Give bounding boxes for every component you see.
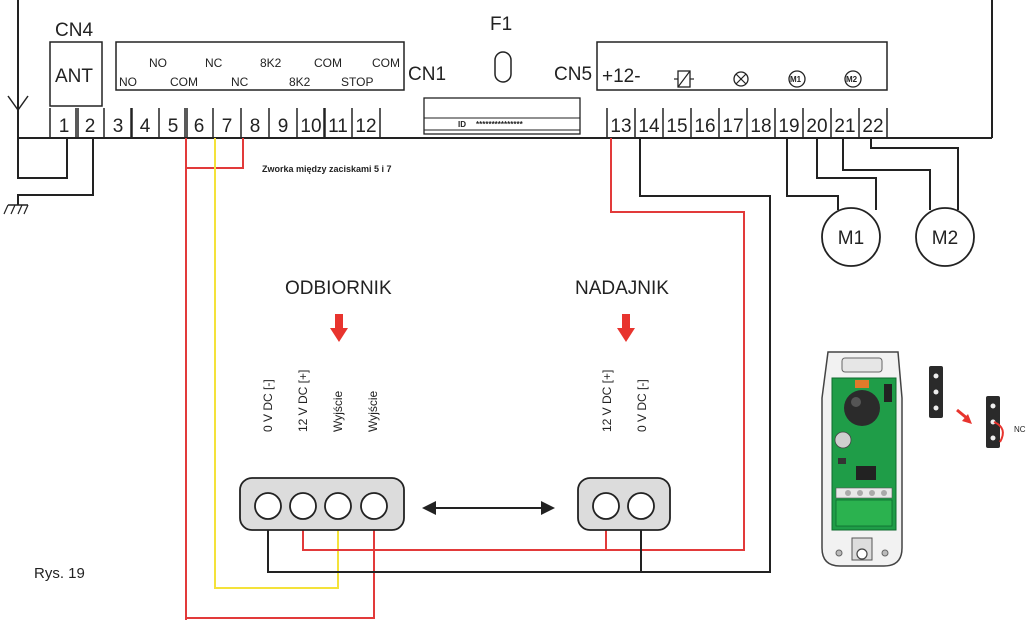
- cn1-com-bottom: COM: [170, 75, 198, 89]
- terminal-number: 2: [85, 116, 96, 137]
- terminal-number: 20: [806, 116, 827, 137]
- cn1-label: CN1: [408, 64, 446, 85]
- contact-open-icon: [929, 366, 943, 418]
- cn1-stop-bottom: STOP: [341, 75, 373, 89]
- receiver-pin-label: Wyjście: [366, 390, 380, 432]
- cn4-connector: [49, 41, 103, 107]
- contact-nc-icon: [986, 396, 1004, 448]
- figure-label: Rys. 19: [34, 565, 85, 582]
- terminal-number: 11: [328, 116, 348, 137]
- terminal-number: 8: [250, 116, 261, 137]
- receiver-pin-labels: 0 V DC [-] 12 V DC [+] Wyjście Wyjście: [261, 370, 380, 432]
- relay-icon: [674, 70, 694, 88]
- terminal-number: 15: [666, 116, 687, 137]
- svg-text:M1: M1: [838, 228, 864, 249]
- terminal-number: 5: [168, 116, 179, 137]
- transmitter-title: NADAJNIK: [575, 278, 669, 299]
- terminal-number: 21: [834, 116, 855, 137]
- terminal-number: 9: [278, 116, 289, 137]
- svg-text:M2: M2: [932, 228, 958, 249]
- cn1-nc-bottom: NC: [231, 75, 249, 89]
- ground-icon: [3, 204, 29, 215]
- cn1-connector: [115, 41, 405, 91]
- terminal-number: 16: [694, 116, 715, 137]
- controller-board: [17, 0, 993, 139]
- cn1-no-top: NO: [149, 56, 167, 70]
- cn5-connector: [596, 41, 888, 91]
- terminal-number: 19: [778, 116, 799, 137]
- double-arrow-icon: [422, 501, 555, 515]
- transmitter-pin-label: 12 V DC [+]: [600, 370, 614, 432]
- terminal-number: 4: [140, 116, 151, 137]
- terminal-number: 7: [222, 116, 233, 137]
- ground-wiring: [17, 138, 94, 205]
- motor-m2-icon: M2: [844, 70, 862, 88]
- svg-text:M2: M2: [846, 75, 858, 84]
- cn1-com-top-b: COM: [372, 56, 400, 70]
- id-label: ID: [458, 120, 466, 129]
- motor-wiring: [786, 138, 959, 210]
- cn5-label: CN5: [554, 64, 592, 85]
- terminal-number: 13: [610, 116, 631, 137]
- terminal-number: 14: [638, 116, 660, 137]
- receiver-terminal-block: [239, 477, 405, 531]
- terminal-number: 6: [194, 116, 205, 137]
- motor-m2: M2: [915, 207, 975, 267]
- cn5-polarity: +12-: [602, 66, 641, 87]
- terminal-number: 3: [113, 116, 124, 137]
- terminal-number: 10: [300, 116, 321, 137]
- antenna-icon: [7, 95, 29, 111]
- arrow-down-icon: [330, 314, 348, 342]
- terminal-number: 1: [59, 116, 70, 137]
- cn1-8k2-bottom: 8K2: [289, 75, 311, 89]
- terminal-number: 12: [355, 116, 376, 137]
- receiver-pin-label: Wyjście: [331, 390, 345, 432]
- cn1-8k2-top: 8K2: [260, 56, 282, 70]
- sensor-device-image: [821, 351, 903, 567]
- cn1-nc-top: NC: [205, 56, 223, 70]
- terminal-number: 17: [722, 116, 743, 137]
- terminal-number: 18: [750, 116, 771, 137]
- jumper-note: Zworka między zaciskami 5 i 7: [262, 164, 392, 174]
- id-value: ***************: [476, 120, 524, 129]
- cn4-label: CN4: [55, 20, 93, 41]
- cn1-no-bottom: NO: [119, 75, 137, 89]
- f1-label: F1: [490, 14, 512, 35]
- terminal-number: 22: [862, 116, 883, 137]
- svg-text:M1: M1: [790, 75, 802, 84]
- id-plate: ID ***************: [423, 97, 581, 135]
- lamp-icon: [733, 71, 749, 87]
- motor-m1-icon: M1: [788, 70, 806, 88]
- ant-label: ANT: [55, 66, 93, 87]
- arrow-down-right-icon: [956, 408, 972, 424]
- cn1-com-top-a: COM: [314, 56, 342, 70]
- receiver-pin-label: 12 V DC [+]: [296, 370, 310, 432]
- transmitter-pin-labels: 12 V DC [+] 0 V DC [-]: [600, 370, 649, 432]
- transmitter-terminal-block: [577, 477, 671, 531]
- motor-m1: M1: [821, 207, 881, 267]
- fuse-icon: [494, 51, 512, 83]
- receiver-pin-label: 0 V DC [-]: [261, 379, 275, 432]
- arrow-down-icon: [617, 314, 635, 342]
- transmitter-pin-label: 0 V DC [-]: [635, 379, 649, 432]
- nc-label: NC: [1014, 425, 1026, 434]
- receiver-title: ODBIORNIK: [285, 278, 392, 299]
